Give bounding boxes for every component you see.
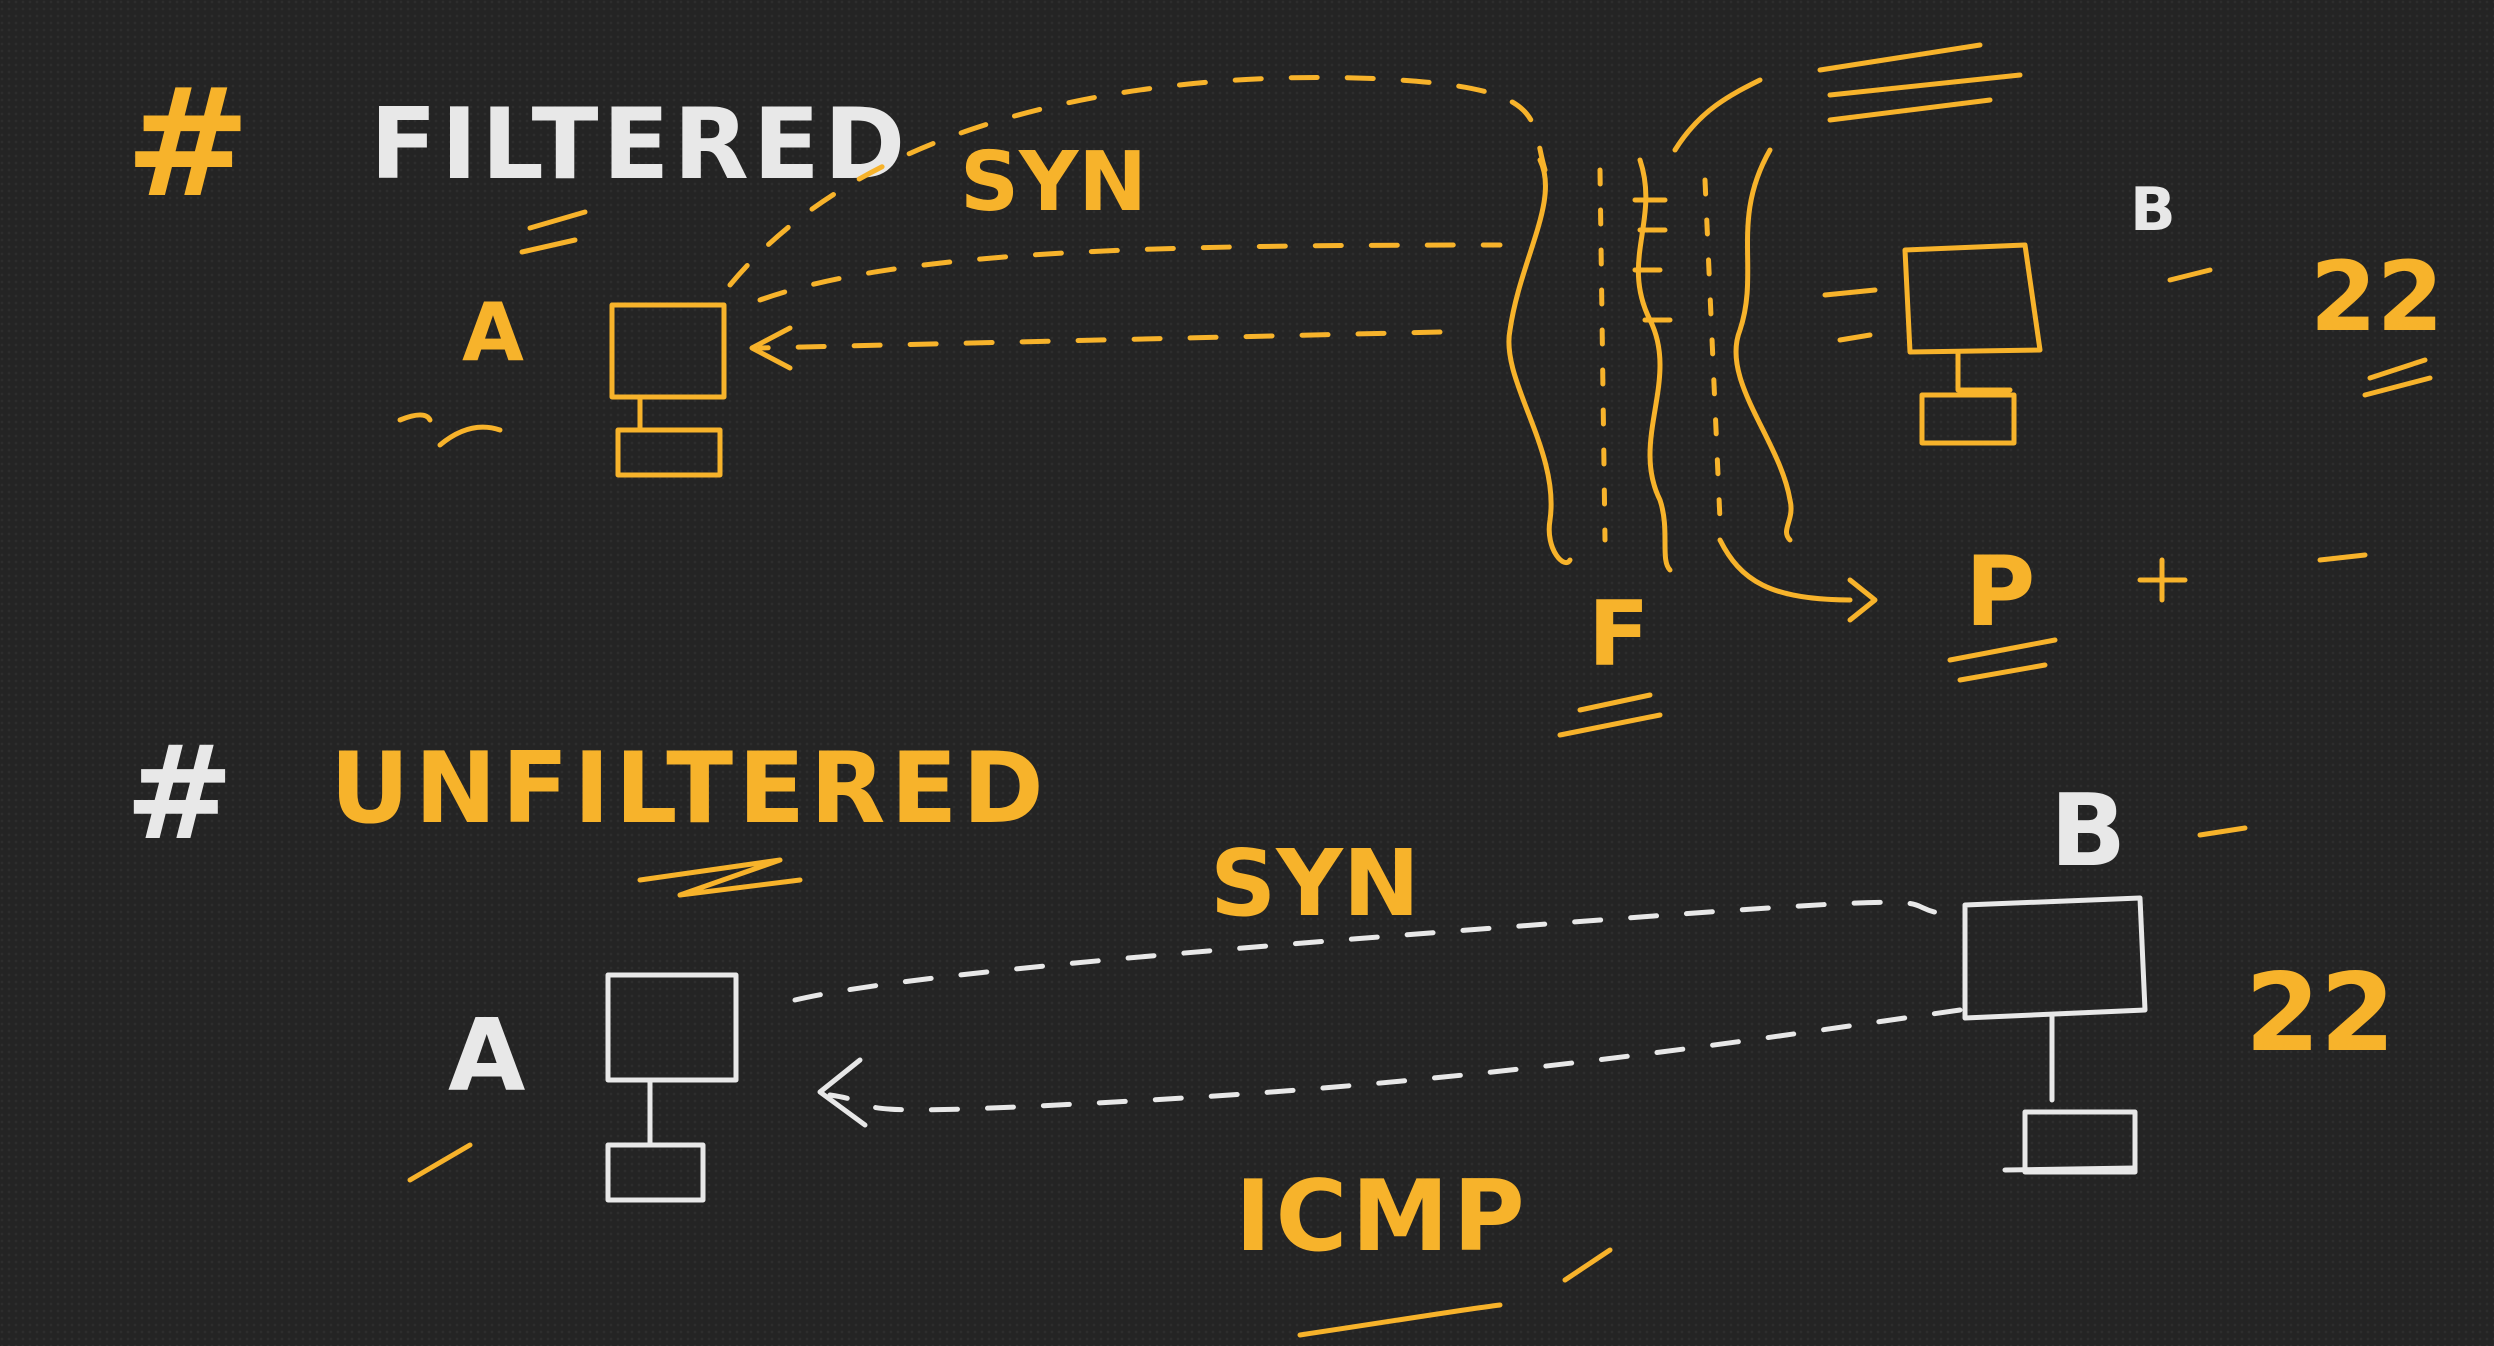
firewall-wall-3: [1733, 147, 1794, 543]
unfiltered-icmp-line: [827, 1007, 1963, 1113]
unfiltered-host-b-stand: [1962, 937, 2055, 1103]
filtered-syn-arc: [727, 74, 1548, 288]
unfiltered-syn-label: SYN: [1210, 830, 1420, 937]
filtered-host-a-label: A: [462, 286, 524, 379]
unfiltered-icmp-arrowhead: [817, 1057, 868, 1128]
filtered-host-b-base: [1919, 392, 2017, 446]
filtered-plus-mark: [2137, 557, 2188, 603]
filtered-syn-label: SYN: [960, 135, 1147, 230]
filtered-firewall: [1506, 147, 1794, 573]
firewall-ticks: [1632, 197, 1673, 323]
filtered-title: FILTERED: [370, 88, 909, 202]
unfiltered-host-a-computer-icon: [605, 972, 739, 1203]
filtered-host-b-label: B: [2130, 175, 2176, 245]
filtered-minus-mark: [2317, 552, 2368, 563]
unfiltered-host-b-computer-icon: [1962, 895, 2148, 1175]
firewall-wall-1: [1506, 157, 1573, 565]
filtered-p-underline: [1947, 637, 2058, 683]
unfiltered-title-underline: [637, 857, 803, 898]
firewall-dots-1: [1597, 167, 1608, 543]
filtered-host-b-computer-icon: [1822, 242, 2043, 446]
filtered-host-a-monitor: [609, 302, 727, 400]
filtered-host-a-stand: [637, 394, 693, 433]
filtered-a-underline: [519, 209, 588, 255]
unfiltered-host-a-monitor: [605, 972, 739, 1083]
unfiltered-hash-text: #: [125, 717, 234, 869]
filtered-host-b-stand: [1955, 349, 2013, 393]
filtered-section: # FILTERED A SYN: [125, 42, 2444, 738]
filtered-firewall-label: F: [1588, 582, 1649, 687]
filtered-f-underline: [1557, 692, 1663, 738]
firewall-wall-2: [1635, 157, 1673, 573]
unfiltered-syn-line: [792, 899, 1953, 1003]
unfiltered-icmp-label: ICMP: [1235, 1160, 1529, 1274]
unfiltered-host-a-label: A: [448, 997, 525, 1114]
filtered-port-label: 22: [2310, 241, 2444, 353]
filtered-hash-mark: #: [125, 57, 251, 231]
filtered-p-label: P: [1965, 536, 2035, 648]
filtered-host-a-base: [615, 427, 723, 478]
filtered-a-scribble: [397, 412, 503, 448]
unfiltered-host-b-base: [2022, 1109, 2138, 1175]
filtered-top-right-strokes: [1817, 42, 2023, 123]
filtered-hash-text: #: [125, 57, 251, 231]
filtered-return-arrowhead: [749, 325, 793, 371]
unfiltered-a-dash: [407, 1142, 473, 1183]
filtered-b-dash: [2167, 267, 2213, 283]
unfiltered-title: UNFILTERED: [330, 732, 1049, 846]
unfiltered-host-b-base-line: [2002, 1165, 2138, 1173]
firewall-dots-2: [1702, 177, 1723, 523]
filtered-over-wall-curve: [1672, 77, 1763, 153]
filtered-wall-to-p-curve: [1717, 537, 1853, 603]
unfiltered-host-b-label: B: [2050, 772, 2126, 889]
unfiltered-port-label: 22: [2245, 951, 2395, 1076]
unfiltered-icmp-underline: [1297, 1302, 1503, 1338]
unfiltered-icmp-tick: [1562, 1247, 1613, 1283]
filtered-return-line: [757, 329, 1443, 351]
unfiltered-section: # UNFILTERED A SYN ICMP B 22: [125, 717, 2395, 1338]
filtered-host-b-ticks: [1822, 287, 1878, 343]
unfiltered-host-b-monitor: [1962, 895, 2148, 1021]
unfiltered-host-a-base: [605, 1142, 706, 1203]
filtered-host-a-computer-icon: [609, 302, 727, 478]
unfiltered-b-dash: [2197, 825, 2248, 838]
filtered-port-underline: [2362, 357, 2433, 398]
filtered-syn-line-2: [757, 242, 1503, 303]
filtered-wall-to-p-arrowhead: [1847, 577, 1878, 623]
filtered-host-b-monitor: [1902, 242, 2043, 355]
